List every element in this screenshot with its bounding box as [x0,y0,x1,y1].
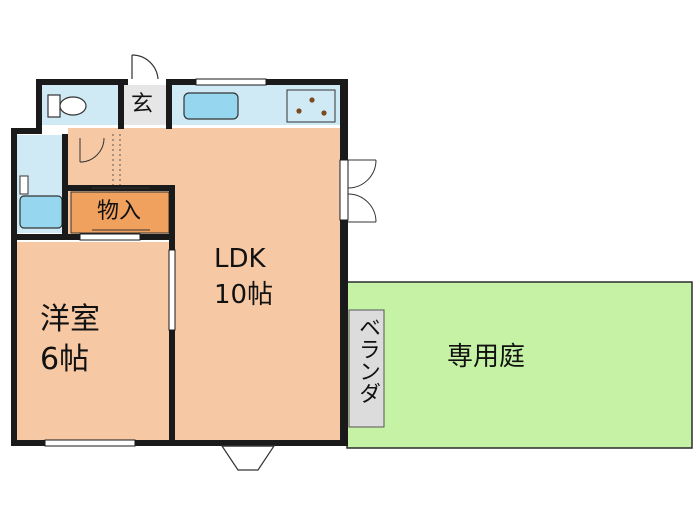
toilet-door-icon [79,137,105,163]
entrance-door-icon [131,54,159,80]
toilet-icon [47,94,87,118]
washer-icon [19,175,29,195]
ldk-name-label: LDK [214,244,266,274]
hall-partition [112,134,121,185]
western-room-floor [16,242,169,440]
windows [44,78,349,447]
western-room-size-label: 6帖 [40,342,90,377]
genkan-area [124,85,166,125]
western-room-name-label: 洋室 [40,302,100,337]
garden-area [346,281,693,449]
balcony-area [348,309,385,428]
genkan-label: 玄 [131,92,154,117]
sliding-doors [92,187,150,231]
stove-icon [286,89,336,123]
balcony-label: ベランダ [355,316,380,404]
bathtub-icon [19,195,63,229]
bottom-bay-window-icon [220,445,276,471]
ldk-size-label: 10帖 [214,280,274,310]
kitchen-sink-icon [183,92,239,120]
balcony-door-icon [347,159,377,223]
garden-label: 専用庭 [447,342,526,372]
storage-label: 物入 [97,199,142,224]
